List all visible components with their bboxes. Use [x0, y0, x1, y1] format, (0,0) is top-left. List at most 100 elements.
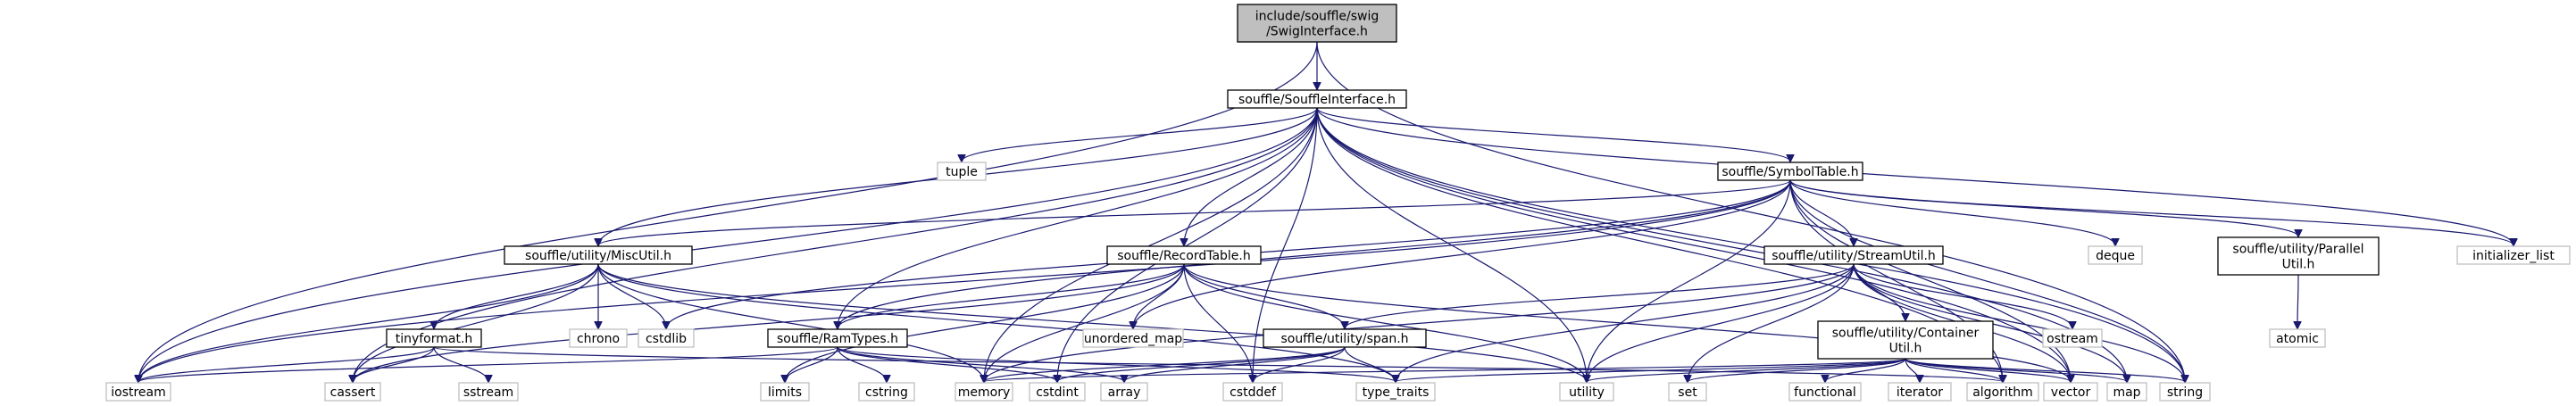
- node-box[interactable]: [1227, 89, 1407, 109]
- node-cstdlib: cstdlib: [638, 328, 695, 348]
- node-set: set: [1668, 382, 1707, 402]
- node-symbol-table[interactable]: souffle/SymbolTable.h: [1717, 162, 1863, 181]
- node-label: souffle/utility/MiscUtil.h: [525, 249, 671, 263]
- node-label: souffle/RecordTable.h: [1117, 249, 1251, 263]
- node-label: souffle/utility/Container: [1832, 327, 1980, 341]
- edge-stream-util-to-type-traits: [1396, 263, 1855, 382]
- edge-stream-util-to-set: [1688, 263, 1855, 382]
- node-span[interactable]: souffle/utility/span.h: [1263, 328, 1427, 348]
- edge-souffle-interface-to-tuple: [962, 107, 1318, 162]
- node-box[interactable]: [386, 328, 482, 348]
- edge-record-table-to-cstddef: [1183, 263, 1253, 382]
- node-label: cstddef: [1230, 385, 1277, 400]
- node-label: chrono: [577, 332, 620, 346]
- node-algorithm: algorithm: [1966, 382, 2039, 402]
- node-label: type_traits: [1363, 385, 1430, 400]
- edge-misc-util-to-memory: [597, 263, 984, 382]
- node-cstddef: cstddef: [1222, 382, 1283, 402]
- edge-container-util-to-iterator: [1905, 358, 1920, 382]
- node-label: tuple: [946, 165, 978, 179]
- edge-stream-util-to-ostream: [1853, 263, 2072, 328]
- node-souffle-interface[interactable]: souffle/SouffleInterface.h: [1227, 89, 1407, 109]
- edge-tinyformat-to-cassert: [353, 346, 435, 382]
- edge-souffle-interface-to-memory: [984, 107, 1318, 382]
- edge-souffle-interface-to-record-table: [1184, 107, 1318, 245]
- node-label: souffle/utility/StreamUtil.h: [1772, 249, 1936, 263]
- node-iostream: iostream: [105, 382, 171, 402]
- edge-record-table-to-limits: [785, 263, 1185, 382]
- node-label: cstring: [865, 385, 908, 400]
- node-label: initializer_list: [2472, 249, 2555, 263]
- node-box: [1029, 382, 1086, 402]
- node-label: array: [1108, 385, 1141, 400]
- node-tuple: tuple: [937, 162, 987, 181]
- node-box: [1966, 382, 2039, 402]
- node-label: cassert: [330, 385, 376, 400]
- node-label: deque: [2096, 249, 2135, 263]
- node-box: [1888, 382, 1952, 402]
- edge-souffle-interface-to-vector: [1316, 107, 2071, 382]
- node-box[interactable]: [1763, 245, 1944, 265]
- node-label: unordered_map: [1084, 332, 1182, 346]
- node-box[interactable]: [504, 245, 693, 265]
- edge-record-table-to-cassert: [353, 263, 1185, 382]
- node-box: [569, 328, 628, 348]
- node-label: souffle/RamTypes.h: [777, 332, 898, 346]
- node-label: iostream: [111, 385, 166, 400]
- edge-souffle-interface-to-map: [1316, 107, 2127, 382]
- node-label: string: [2167, 385, 2203, 400]
- node-swig[interactable]: include/souffle/swig/SwigInterface.h: [1237, 4, 1397, 43]
- node-label: sstream: [463, 385, 513, 400]
- node-box[interactable]: [1817, 320, 1994, 360]
- node-misc-util[interactable]: souffle/utility/MiscUtil.h: [504, 245, 693, 265]
- node-box: [324, 382, 381, 402]
- node-label: set: [1678, 385, 1697, 400]
- node-record-table[interactable]: souffle/RecordTable.h: [1106, 245, 1262, 265]
- node-label: map: [2113, 385, 2140, 400]
- edge-symbol-table-to-parallel-util: [1789, 179, 2298, 236]
- edge-symbol-table-to-deque: [1789, 179, 2115, 245]
- node-box[interactable]: [1263, 328, 1427, 348]
- node-ram-types[interactable]: souffle/RamTypes.h: [767, 328, 908, 348]
- node-box: [2269, 328, 2326, 348]
- edge-misc-util-to-cassert: [353, 263, 599, 382]
- node-box[interactable]: [1106, 245, 1262, 265]
- node-tinyformat[interactable]: tinyformat.h: [386, 328, 482, 348]
- node-box: [638, 328, 695, 348]
- node-box: [1668, 382, 1707, 402]
- node-label: functional: [1794, 385, 1856, 400]
- edge-span-to-memory: [984, 346, 1346, 382]
- node-string: string: [2159, 382, 2211, 402]
- node-label: /SwigInterface.h: [1266, 25, 1368, 39]
- node-stream-util[interactable]: souffle/utility/StreamUtil.h: [1763, 245, 1944, 265]
- edge-souffle-interface-to-symbol-table: [1316, 107, 1790, 162]
- node-box[interactable]: [2217, 236, 2380, 276]
- node-box: [458, 382, 519, 402]
- edge-misc-util-to-tinyformat: [434, 263, 599, 328]
- node-box: [1355, 382, 1436, 402]
- edge-container-util-to-memory: [984, 358, 1906, 382]
- node-box: [955, 382, 1013, 402]
- node-deque: deque: [2088, 245, 2143, 265]
- node-cassert: cassert: [324, 382, 381, 402]
- node-label: ostream: [2047, 332, 2098, 346]
- edge-record-table-to-span: [1183, 263, 1345, 328]
- node-label: vector: [2051, 385, 2091, 400]
- edge-stream-util-to-span: [1345, 263, 1855, 328]
- edge-souffle-interface-to-cstdint: [1057, 107, 1318, 382]
- node-limits: limits: [760, 382, 810, 402]
- edge-souffle-interface-to-ram-types: [838, 107, 1318, 328]
- node-label: Util.h: [1889, 342, 1922, 356]
- node-box: [2088, 245, 2143, 265]
- node-box[interactable]: [1237, 4, 1397, 43]
- node-array: array: [1100, 382, 1148, 402]
- node-box[interactable]: [1717, 162, 1863, 181]
- node-box: [1788, 382, 1862, 402]
- node-label: include/souffle/swig: [1255, 10, 1380, 24]
- node-label: utility: [1569, 385, 1605, 400]
- node-box[interactable]: [767, 328, 908, 348]
- node-type-traits: type_traits: [1355, 382, 1436, 402]
- edge-stream-util-to-utility: [1587, 263, 1855, 382]
